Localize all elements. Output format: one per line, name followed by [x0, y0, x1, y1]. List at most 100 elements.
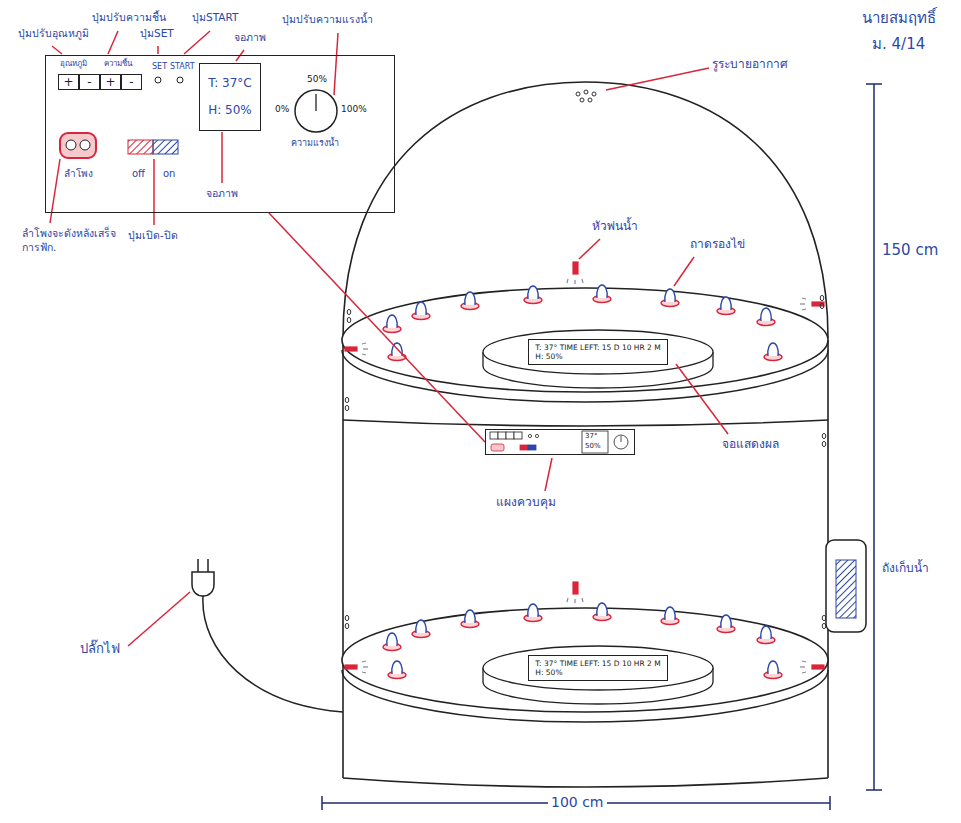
spray-mist: [363, 348, 368, 349]
spray-mist: [362, 661, 366, 662]
node-text: START: [170, 62, 195, 72]
lower-tray: [342, 608, 828, 712]
nozzle: [573, 262, 578, 274]
leader-line: [579, 239, 600, 259]
dimension-lines: [322, 84, 882, 810]
leader-line: [108, 31, 118, 54]
body-band: [343, 420, 828, 426]
callout-label: ม. 4/14: [872, 34, 925, 54]
node-text: 50%: [307, 74, 327, 85]
mini-button: [498, 432, 506, 439]
vent-hole: [822, 441, 826, 446]
minus-button: -: [79, 74, 100, 90]
leader-line: [545, 458, 552, 491]
switch-off: [128, 140, 153, 154]
callout-label: จอแสดงผล: [722, 436, 779, 452]
callout-label: 100 cm: [548, 793, 607, 812]
egg: [661, 607, 679, 625]
callout-label: 150 cm: [882, 240, 938, 260]
vent-hole: [588, 98, 592, 102]
node-text: T: 37°C: [208, 76, 252, 91]
node-text: -: [87, 75, 91, 90]
egg: [717, 297, 735, 315]
callout-label: ปุ่มเปิด-ปิด: [128, 228, 178, 242]
leader-line: [157, 46, 159, 54]
vent-hole: [822, 433, 826, 438]
spray-mist: [582, 598, 583, 602]
control-panel: 37°50%: [485, 429, 635, 455]
egg: [757, 626, 775, 644]
speaker-cone: [80, 140, 90, 150]
vent-hole: [345, 397, 349, 402]
spray-mist: [802, 298, 806, 299]
leader-line: [50, 159, 60, 223]
leader-line: [128, 592, 190, 646]
dial-outline: [294, 89, 338, 133]
mini-button: [514, 432, 522, 439]
node-text: อุณหภูมิ: [60, 59, 87, 69]
egg: [764, 661, 782, 679]
egg: [593, 285, 611, 303]
egg: [593, 603, 611, 621]
mini-switch: [528, 445, 536, 450]
spray-mist: [802, 672, 806, 673]
egg: [383, 633, 401, 651]
node-text: -: [129, 75, 133, 90]
tray-display: T: 37° TIME LEFT: 15 D 10 HR 2 MH: 50%: [528, 655, 667, 682]
callout-label: ปุ่มปรับความชื้น: [92, 10, 166, 24]
node-text: +: [105, 75, 115, 90]
mini-button: [506, 432, 514, 439]
set-button: [155, 77, 161, 83]
mini-button: [490, 432, 498, 439]
callout-label: นายสมฤทธิ์: [862, 8, 936, 28]
vent-hole: [576, 92, 580, 96]
mini-speaker: [491, 444, 504, 451]
nozzle: [812, 302, 824, 306]
water-level: [836, 560, 856, 618]
dimension-tick: [829, 796, 831, 810]
leader-line: [334, 33, 338, 95]
callout-label: ลำโพงจะดังหลังเสร็จการฟัก.: [22, 226, 132, 254]
water-tank: [826, 540, 866, 632]
node-text: H: 50%: [208, 103, 252, 118]
callout-label: จอภาพ: [234, 30, 266, 44]
egg: [757, 308, 775, 326]
egg: [388, 343, 406, 361]
egg-row: [383, 603, 782, 679]
minus-button: -: [121, 74, 142, 90]
mini-screen: [582, 431, 608, 453]
callout-label: แผงควบคุม: [496, 494, 556, 510]
node-text: ความแรงน้ำ: [291, 138, 339, 149]
power-cord: [203, 596, 343, 712]
spray-mist: [362, 354, 366, 355]
callout-label: ปุ่มปรับความแรงน้ำ: [282, 12, 373, 26]
node-text: off: [132, 168, 145, 181]
callout-label: ถังเก็บน้ำ: [882, 560, 929, 576]
nozzle: [345, 665, 357, 669]
node-text: +: [63, 75, 73, 90]
egg: [383, 315, 401, 333]
spray-mist: [800, 666, 805, 667]
node-text: 50%: [585, 442, 601, 451]
vent-hole: [345, 623, 349, 628]
callout-label: จอภาพ: [206, 186, 238, 200]
leader-line: [674, 257, 694, 286]
egg: [524, 286, 542, 304]
vent-hole: [592, 92, 596, 96]
spray-mist: [800, 303, 805, 304]
node-text: T: 37° TIME LEFT: 15 D 10 HR 2 M: [535, 343, 660, 352]
egg: [717, 615, 735, 633]
spray-mist: [802, 661, 806, 662]
leader-line: [153, 159, 155, 225]
callout-label: ปุ่มSET: [140, 26, 174, 40]
nozzle: [812, 665, 824, 669]
node-text: 0%: [275, 104, 289, 115]
display-screen: T: 37°C H: 50%: [199, 63, 261, 131]
egg: [661, 289, 679, 307]
egg: [388, 661, 406, 679]
vent-hole: [580, 98, 584, 102]
egg: [524, 604, 542, 622]
tray-display: T: 37° TIME LEFT: 15 D 10 HR 2 MH: 50%: [528, 339, 667, 366]
node-text: 100%: [341, 104, 367, 115]
